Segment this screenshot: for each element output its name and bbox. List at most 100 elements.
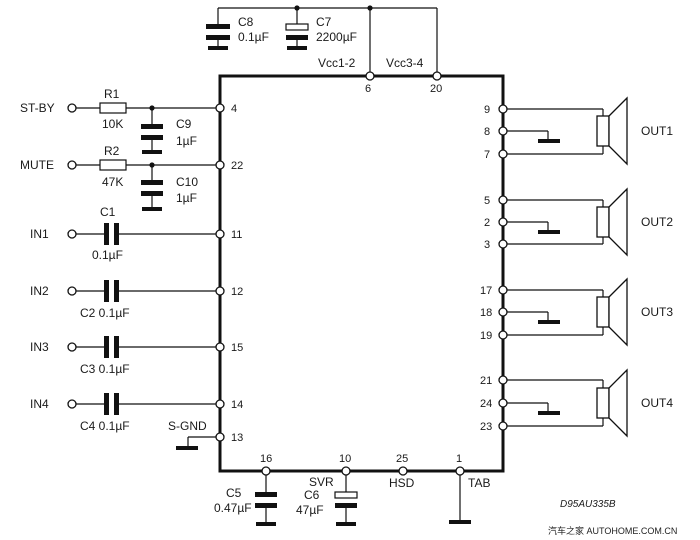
in4-terminal	[67, 399, 77, 409]
c10-name: C10	[176, 175, 198, 189]
s-gnd-ground	[176, 436, 216, 450]
pin-15-number: 15	[231, 342, 243, 354]
in2-label: IN2	[30, 284, 49, 298]
pin-6-terminal	[365, 71, 375, 81]
pin-13-number: 13	[231, 432, 243, 444]
c9-value: 1µF	[176, 134, 197, 148]
st-by-terminal	[67, 103, 77, 113]
pin-4-number: 4	[231, 103, 237, 115]
pin-11-number: 11	[231, 229, 242, 241]
capacitor-c2	[104, 280, 119, 302]
pin-23-number: 23	[480, 421, 492, 433]
mute-terminal	[67, 160, 77, 170]
c6-name: C6	[304, 488, 320, 502]
pin-24-terminal	[498, 398, 508, 408]
speaker-out4	[596, 368, 628, 438]
pin-2-terminal	[498, 217, 508, 227]
svr-label: SVR	[309, 475, 334, 489]
c3-label: C3 0.1µF	[80, 362, 130, 376]
capacitor-c6	[334, 475, 358, 526]
speaker-out2	[596, 187, 628, 257]
tab-ground	[449, 475, 471, 524]
out4-label: OUT4	[641, 396, 673, 410]
c4-label: C4 0.1µF	[80, 419, 130, 433]
pin-6-number: 6	[365, 83, 371, 95]
pin-24-number: 24	[480, 398, 492, 410]
r2-value: 47K	[102, 175, 123, 189]
out3-label: OUT3	[641, 305, 673, 319]
pin-16-number: 16	[260, 453, 272, 465]
r1-value: 10K	[102, 117, 123, 131]
pin-3-terminal	[498, 239, 508, 249]
capacitor-c9	[141, 108, 163, 154]
capacitor-c5	[255, 475, 277, 526]
c2-label: C2 0.1µF	[80, 306, 130, 320]
c5-value: 0.47µF	[214, 501, 252, 515]
drawing-code: D95AU335B	[560, 499, 616, 510]
pin-22-number: 22	[231, 160, 243, 172]
out1-wiring	[507, 108, 604, 155]
vcc12-label: Vcc1-2	[318, 56, 356, 70]
pin-22-terminal	[215, 160, 225, 170]
r1-name: R1	[104, 87, 120, 101]
pin-17-number: 17	[480, 285, 492, 297]
pin-7-number: 7	[484, 149, 490, 161]
st-by-label: ST-BY	[20, 101, 55, 115]
c5-name: C5	[226, 486, 242, 500]
pin-3-number: 3	[484, 239, 490, 251]
pin-12-terminal	[215, 286, 225, 296]
in3-terminal	[67, 342, 77, 352]
pin-5-terminal	[498, 195, 508, 205]
c1-value: 0.1µF	[92, 248, 123, 262]
capacitor-c4	[104, 393, 119, 415]
pin-14-number: 14	[231, 399, 243, 411]
capacitor-c7	[285, 23, 309, 50]
pin-18-terminal	[498, 307, 508, 317]
pin-14-terminal	[215, 399, 225, 409]
pin-21-number: 21	[480, 375, 492, 387]
resistor-r1	[99, 102, 127, 114]
pin-12-number: 12	[231, 286, 243, 298]
ic-body	[218, 74, 505, 473]
pin-1-terminal	[455, 466, 465, 476]
pin-16-terminal	[261, 466, 271, 476]
in3-label: IN3	[30, 340, 49, 354]
c7-value: 2200µF	[316, 30, 357, 44]
pin-10-number: 10	[339, 453, 351, 465]
c8-value: 0.1µF	[238, 30, 269, 44]
pin-13-terminal	[215, 432, 225, 442]
resistor-r2	[99, 159, 127, 171]
out1-label: OUT1	[641, 124, 673, 138]
pin-9-terminal	[498, 104, 508, 114]
pin-8-number: 8	[484, 126, 490, 138]
pin-4-terminal	[215, 103, 225, 113]
vcc34-label: Vcc3-4	[386, 56, 424, 70]
c9-name: C9	[176, 117, 192, 131]
speaker-out1	[596, 96, 628, 166]
pin-19-number: 19	[480, 330, 492, 342]
pin-25-terminal	[398, 466, 408, 476]
mute-label: MUTE	[20, 158, 54, 172]
capacitor-c3	[104, 336, 119, 358]
speaker-out3	[596, 277, 628, 347]
pin-18-number: 18	[480, 307, 492, 319]
pin-9-number: 9	[484, 104, 490, 116]
c6-value: 47µF	[296, 503, 324, 517]
tab-label: TAB	[468, 476, 490, 490]
capacitor-c8	[206, 24, 230, 50]
pin-2-number: 2	[484, 217, 490, 229]
pin-23-terminal	[498, 421, 508, 431]
pin-21-terminal	[498, 375, 508, 385]
pin-8-terminal	[498, 126, 508, 136]
in1-terminal	[67, 229, 77, 239]
c8-name: C8	[238, 15, 254, 29]
in1-label: IN1	[30, 227, 49, 241]
pin-19-terminal	[498, 330, 508, 340]
pin-20-number: 20	[430, 83, 442, 95]
pin-11-terminal	[215, 229, 225, 239]
c10-value: 1µF	[176, 191, 197, 205]
pin-5-number: 5	[484, 195, 490, 207]
watermark: 汽车之家 AUTOHOME.COM.CN	[548, 525, 677, 536]
pin-1-number: 1	[456, 453, 462, 465]
